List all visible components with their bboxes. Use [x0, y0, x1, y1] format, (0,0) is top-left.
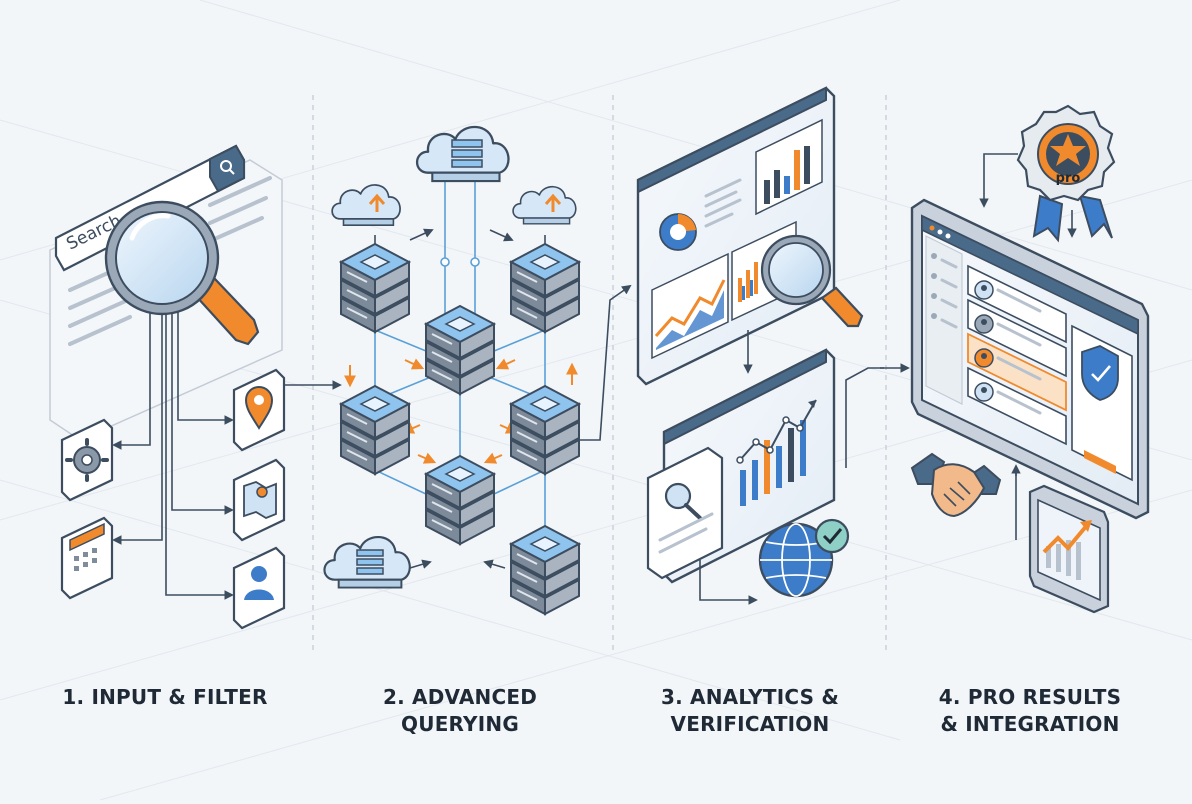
search-icon[interactable] [220, 160, 235, 175]
stage-4-title-line-2: & INTEGRATION [940, 712, 1120, 736]
magnifier-icon [104, 200, 260, 346]
user-icon [981, 387, 987, 393]
result-row[interactable] [967, 298, 1067, 378]
stage-4-pro-results-integration: pro [910, 104, 1150, 614]
calendar-icon[interactable] [60, 516, 114, 600]
stage-3-title-line-2: VERIFICATION [670, 712, 830, 736]
analytics-dashboard [636, 86, 836, 386]
stage-3-analytics-verification [636, 86, 910, 605]
cloud-server-icon [415, 125, 510, 183]
stage-2-title-line-1: 2. ADVANCED [382, 685, 538, 709]
tablet-chart-icon [1028, 484, 1110, 614]
map-icon[interactable] [232, 458, 286, 542]
stage-1-connectors [112, 312, 342, 600]
stage-1-title: 1. INPUT & FILTER [62, 685, 268, 709]
stage-separators [312, 95, 887, 655]
server-icon [510, 385, 580, 475]
stage-4-caption: 4. PRO RESULTS & INTEGRATION [900, 684, 1160, 738]
results-monitor [910, 198, 1150, 520]
server-icon [510, 243, 580, 333]
result-row[interactable] [967, 332, 1067, 412]
stage-1-input-filter: Search [49, 144, 342, 630]
result-row[interactable] [967, 264, 1067, 344]
gear-icon[interactable] [60, 418, 114, 502]
server-icon [425, 455, 495, 545]
shield-check-icon [1081, 345, 1119, 401]
location-pin-icon[interactable] [232, 368, 286, 452]
report-document [646, 446, 724, 580]
server-icon [510, 525, 580, 615]
cloud-upload-icon [331, 184, 401, 227]
stage-2-advanced-querying [323, 125, 632, 615]
user-icon [981, 353, 987, 359]
magnifier-icon [664, 482, 702, 520]
server-icon [340, 243, 410, 333]
user-icon [981, 319, 987, 325]
bar-chart-icon [755, 118, 823, 216]
stage-1-caption: 1. INPUT & FILTER [40, 684, 290, 711]
server-icon [340, 385, 410, 475]
cloud-storage-icon [323, 535, 411, 589]
stage-2-title-line-2: QUERYING [401, 712, 519, 736]
pie-chart-icon [659, 213, 697, 251]
stage-4-title-line-1: 4. PRO RESULTS [938, 685, 1122, 709]
line-chart-icon [651, 252, 729, 360]
bar-chart-icon [736, 399, 817, 506]
stage-2-caption: 2. ADVANCED QUERYING [330, 684, 590, 738]
badge-label: pro [1056, 171, 1081, 186]
check-icon [814, 518, 850, 554]
stage-3-caption: 3. ANALYTICS & VERIFICATION [620, 684, 880, 738]
result-row[interactable] [967, 366, 1067, 446]
cloud-upload-icon [512, 185, 577, 225]
action-button[interactable] [1084, 450, 1116, 474]
handshake-icon [910, 452, 1002, 518]
award-badge-icon: pro [1016, 104, 1116, 243]
globe-icon [758, 522, 834, 598]
user-icon[interactable] [232, 546, 286, 630]
user-icon [981, 285, 987, 291]
stage-3-title-line-1: 3. ANALYTICS & [660, 685, 840, 709]
server-icon [425, 305, 495, 395]
magnifier-icon [760, 234, 864, 328]
